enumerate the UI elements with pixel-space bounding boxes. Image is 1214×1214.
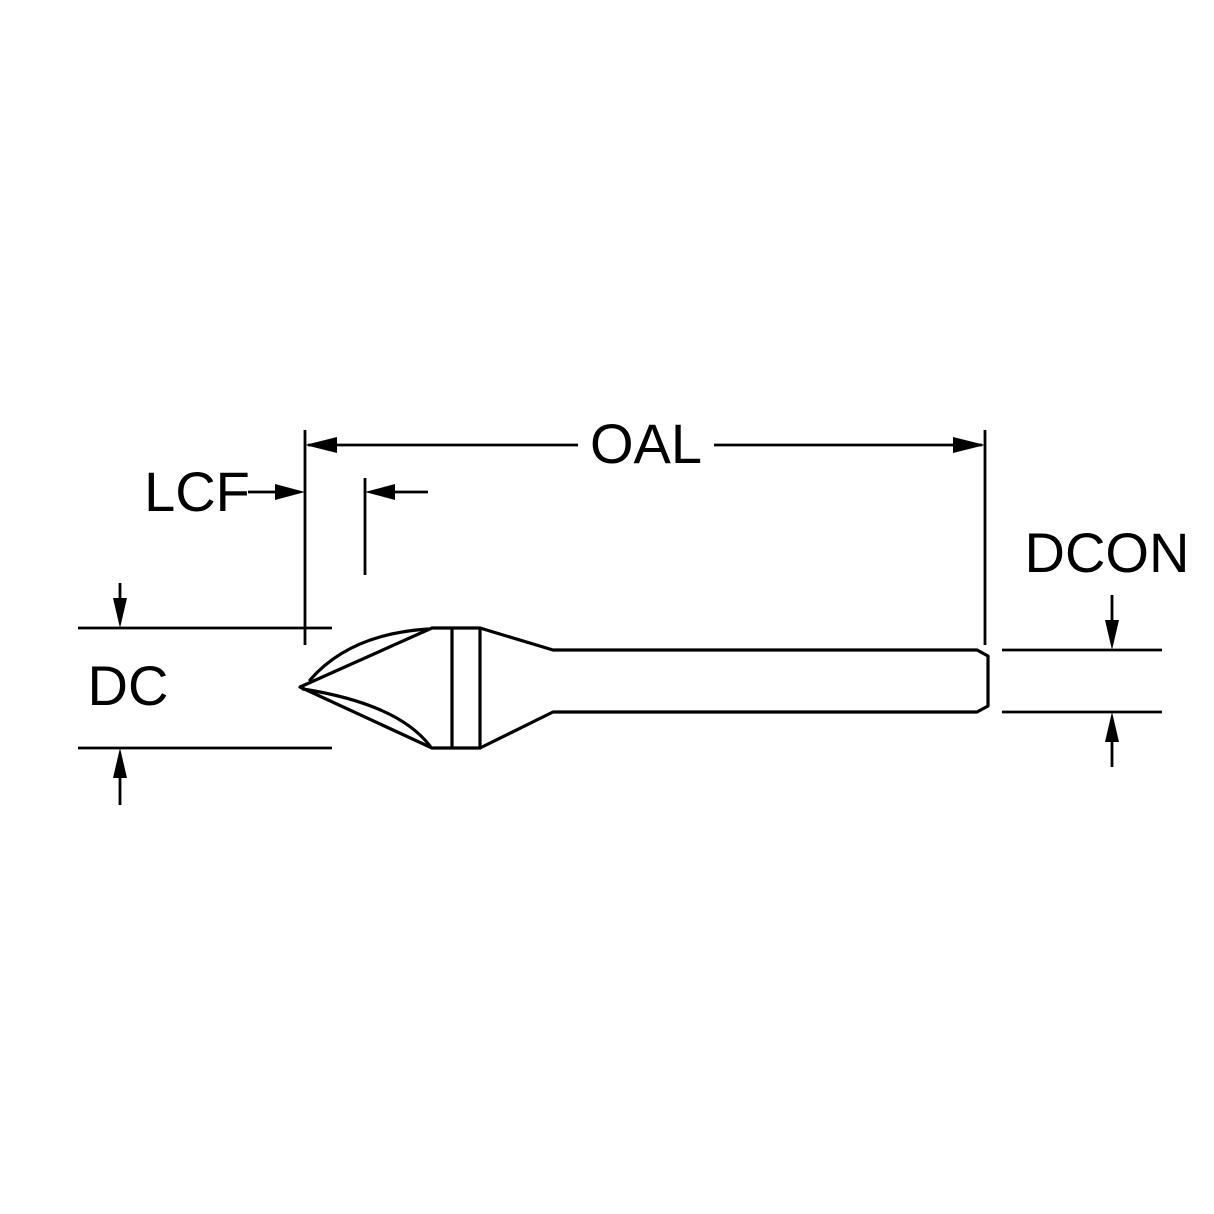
dcon-dimension: DCON <box>1002 521 1189 767</box>
oal-arrow-right-icon <box>953 437 985 453</box>
lcf-arrow-left-icon <box>275 484 305 500</box>
dcon-arrow-up-icon <box>1105 712 1119 742</box>
tool-outline <box>298 626 990 750</box>
tool-body-outline <box>298 626 990 750</box>
oal-arrow-left-icon <box>305 437 337 453</box>
dc-label: DC <box>88 654 169 717</box>
lcf-arrow-right-icon <box>365 484 395 500</box>
dc-dimension: DC <box>78 583 332 805</box>
dc-arrow-down-icon <box>113 598 127 628</box>
dcon-arrow-down-icon <box>1105 620 1119 650</box>
lcf-label: LCF <box>144 460 250 523</box>
lower-flute-edge <box>301 687 432 748</box>
lcf-dimension: LCF <box>144 460 428 575</box>
dcon-label: DCON <box>1025 521 1190 584</box>
dc-arrow-up-icon <box>113 748 127 778</box>
oal-label: OAL <box>590 412 702 475</box>
upper-flute-edge <box>308 627 430 682</box>
oal-dimension: OAL <box>303 412 987 645</box>
